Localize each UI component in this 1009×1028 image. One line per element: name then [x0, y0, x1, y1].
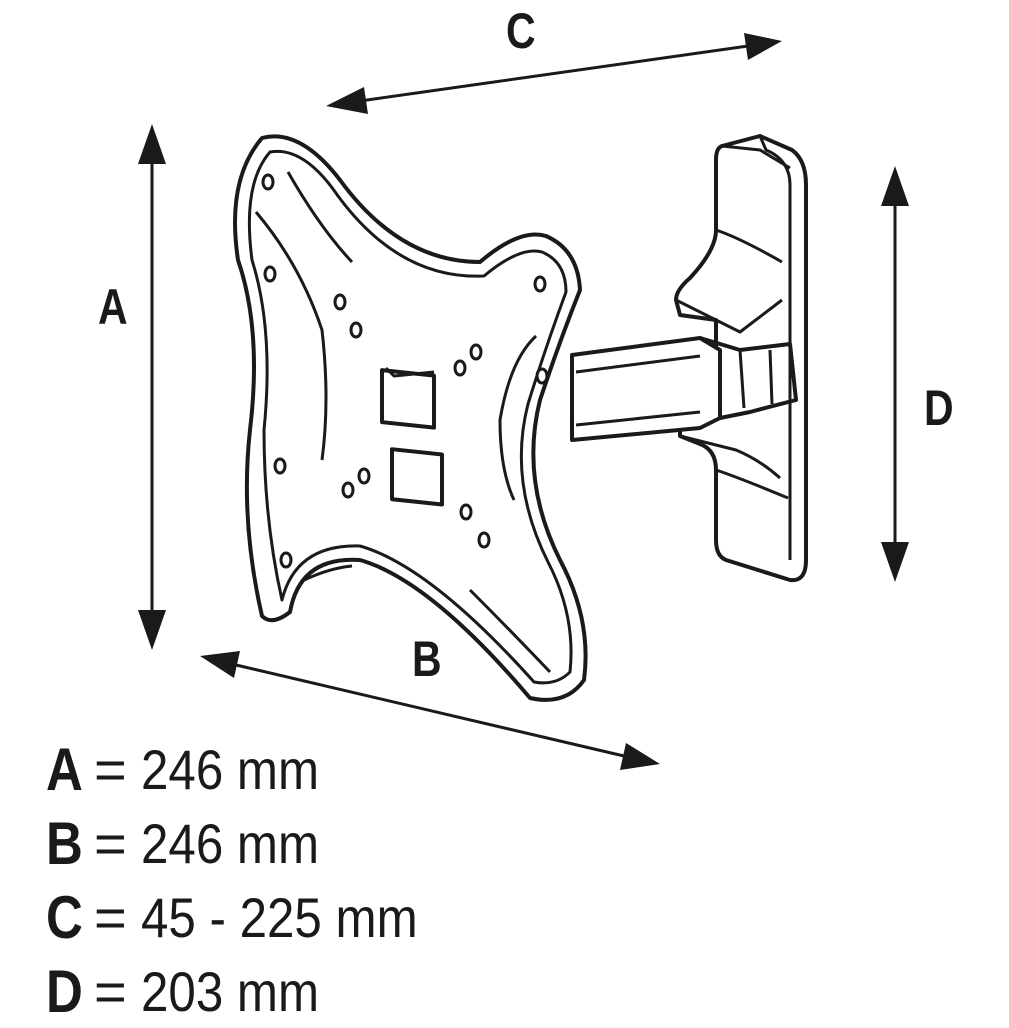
- arrow-b-head-right: [620, 743, 660, 770]
- dimension-arrows: [138, 33, 909, 770]
- spec-value: 203 mm: [140, 959, 319, 1023]
- hole: [349, 321, 363, 339]
- spec-row-b: B = 246 mm: [46, 806, 455, 880]
- tv-plate: [233, 134, 588, 702]
- hole: [279, 551, 293, 569]
- spec-equals: =: [94, 885, 127, 949]
- dimension-spec-list: A = 246 mm B = 246 mm C = 45 - 225 mm D …: [46, 732, 455, 1028]
- spec-equals: =: [94, 811, 127, 875]
- spec-key: D: [46, 957, 83, 1025]
- arrow-d-head-top: [881, 166, 909, 206]
- hole: [263, 265, 277, 283]
- hole: [357, 467, 371, 485]
- spec-value: 45 - 225 mm: [140, 885, 418, 949]
- arrow-a-head-bottom: [138, 610, 166, 650]
- hole: [273, 457, 287, 475]
- hole: [533, 275, 547, 293]
- hole: [535, 367, 549, 385]
- hole: [469, 343, 483, 361]
- arrow-c-head-left: [326, 87, 368, 114]
- hole: [333, 293, 347, 311]
- swing-arm: [570, 336, 798, 442]
- dimension-label-b: B: [412, 631, 442, 687]
- arrow-c-head-right: [744, 33, 782, 60]
- hole: [459, 503, 473, 521]
- upper-square-cutout: [380, 368, 436, 430]
- tv-plate-inner-rim: [247, 149, 573, 685]
- spec-row-a: A = 246 mm: [46, 732, 455, 806]
- hole: [477, 531, 491, 549]
- spec-row-c: C = 45 - 225 mm: [46, 880, 455, 954]
- hole: [453, 359, 467, 377]
- spec-equals: =: [94, 959, 127, 1023]
- arrow-b-line: [235, 663, 625, 758]
- hole: [261, 173, 275, 191]
- arrow-c-line: [359, 44, 749, 103]
- dimension-label-c: C: [506, 3, 536, 59]
- dimension-label-a: A: [98, 279, 128, 335]
- arrow-a-head-top: [138, 124, 166, 164]
- spec-key: C: [46, 883, 83, 951]
- spec-key: A: [46, 735, 83, 803]
- spec-value: 246 mm: [140, 811, 319, 875]
- dimension-label-d: D: [924, 380, 954, 436]
- spec-equals: =: [94, 737, 127, 801]
- spec-key: B: [46, 809, 83, 877]
- spec-row-d: D = 203 mm: [46, 954, 455, 1028]
- lower-square-cutout: [390, 447, 444, 507]
- arrow-d-head-bottom: [881, 542, 909, 582]
- spec-value: 246 mm: [140, 737, 319, 801]
- hole: [341, 481, 355, 499]
- arrow-b-head-left: [200, 651, 240, 678]
- mounting-holes: [261, 173, 549, 569]
